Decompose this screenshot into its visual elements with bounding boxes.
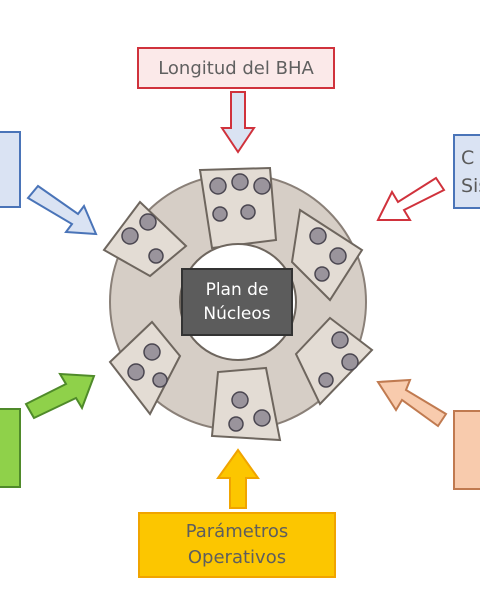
core-plan-line2: Núcleos [203,304,271,324]
operating-parameters-line2: Operativos [187,547,287,568]
core-plan-line1: Plan de [205,280,269,300]
top-arrow [220,91,256,154]
operating-parameters-line1: Parámetros [185,521,289,542]
left-bottom-box [0,408,21,488]
left-top-box [0,131,21,208]
core-plan-label: Plan de Núcleos [181,268,293,336]
right-bottom-box [453,410,480,490]
operating-parameters-box: Parámetros Operativos [138,512,336,578]
right-top-line1: C [461,146,475,169]
left-top-arrow [26,184,98,236]
right-top-line2: Sis [461,174,480,197]
bha-length-box: Longitud del BHA [137,47,335,89]
right-top-box: C Sis [453,134,480,209]
bha-length-label: Longitud del BHA [158,57,314,79]
right-bottom-arrow [376,378,448,428]
bottom-arrow [216,448,260,509]
left-bottom-arrow [24,372,96,420]
right-top-arrow [376,176,446,221]
